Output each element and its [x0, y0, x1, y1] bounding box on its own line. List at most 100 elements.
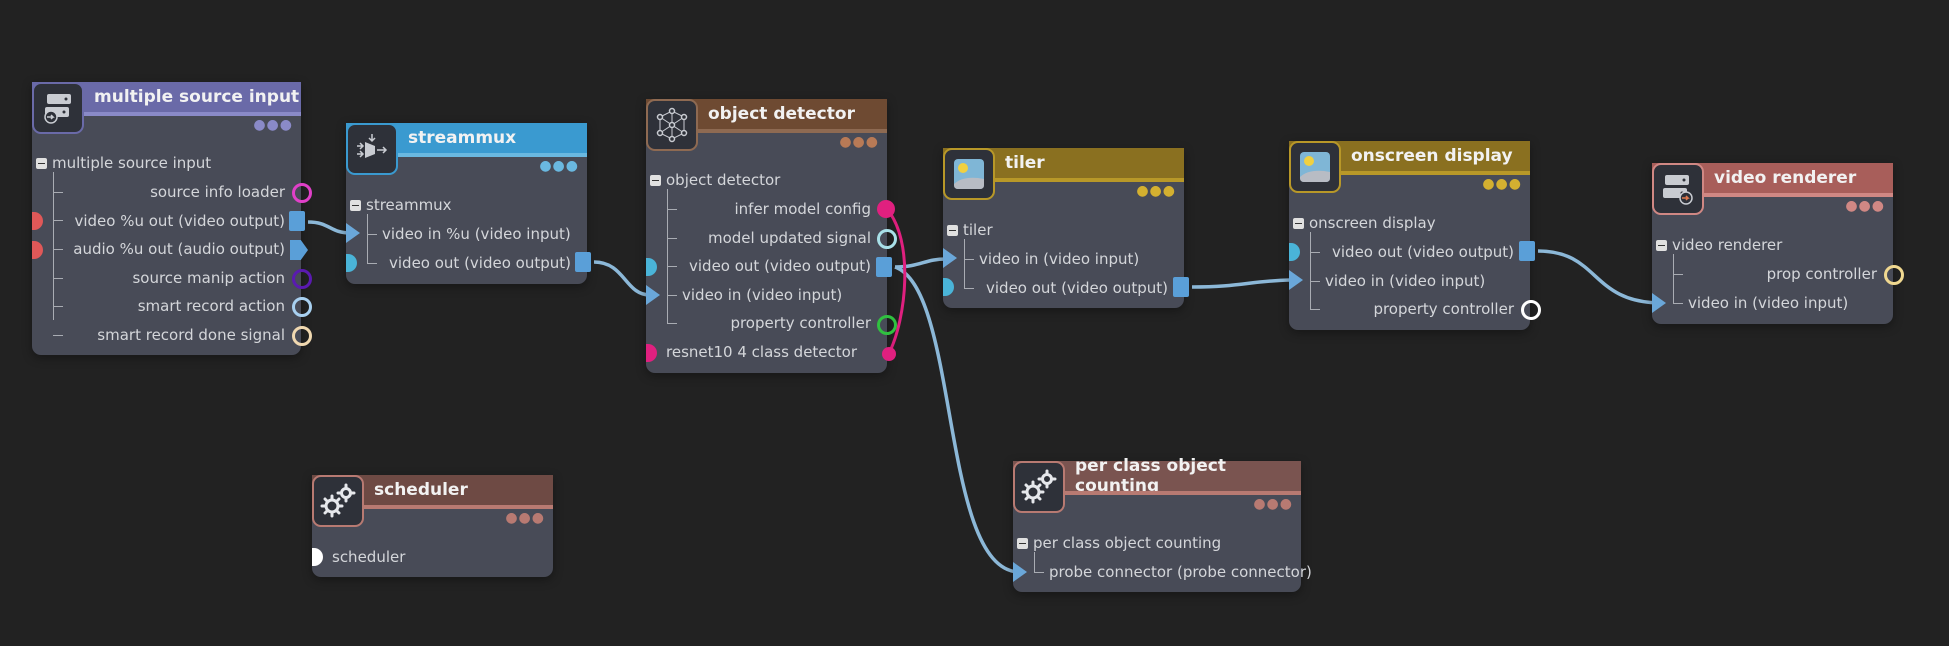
node-streammux[interactable]: streammux ●●● streammux video in %u (vid…	[346, 123, 587, 284]
collapse-icon[interactable]	[1293, 217, 1304, 229]
tree-root-label: per class object counting	[1033, 534, 1222, 552]
server-rack-output-icon	[1652, 163, 1704, 215]
port-row: video out (video output)	[986, 279, 1168, 297]
port-smart-record-action[interactable]	[292, 297, 312, 317]
node-per-class-object-counting[interactable]: per class object counting ●●● per class …	[1013, 456, 1312, 592]
port-video-out[interactable]	[1173, 277, 1189, 297]
tree-root-label: object detector	[666, 171, 781, 189]
node-title: onscreen display	[1351, 146, 1513, 166]
port-row: prop controller	[1766, 265, 1877, 283]
port-audio-out[interactable]	[290, 240, 308, 260]
port-row: video %u out (video output)	[74, 212, 285, 230]
port-row: video in (video input)	[1688, 294, 1849, 312]
tree-root-label: multiple source input	[52, 154, 212, 172]
port-property-controller[interactable]	[1521, 300, 1541, 320]
collapse-icon[interactable]	[1017, 537, 1028, 549]
port-smart-record-done-signal[interactable]	[292, 326, 312, 346]
tree-root-label: tiler	[963, 221, 993, 239]
port-left-video-out[interactable]	[646, 258, 657, 276]
more-options-icon[interactable]: ●●●	[1136, 183, 1176, 199]
more-options-icon[interactable]: ●●●	[1253, 496, 1293, 512]
tree-root[interactable]: video renderer	[1656, 236, 1782, 254]
port-source-info-loader[interactable]	[292, 183, 312, 203]
port-video-in[interactable]	[1289, 270, 1303, 290]
port-left-video-out[interactable]	[346, 254, 357, 272]
node-multiple-source-input[interactable]: multiple source input ●●● multiple sourc…	[32, 82, 301, 355]
tree-root-label: streammux	[366, 196, 452, 214]
port-video-in[interactable]	[1652, 293, 1666, 313]
tree-root[interactable]: multiple source input	[36, 154, 211, 172]
node-title: video renderer	[1714, 168, 1857, 188]
port-row: smart record done signal	[97, 326, 285, 344]
wire-streammux-to-detector	[593, 260, 651, 297]
stream-mux-icon	[346, 123, 398, 175]
node-video-renderer[interactable]: video renderer ●●● video renderer prop c…	[1652, 163, 1893, 324]
more-options-icon[interactable]: ●●●	[1482, 176, 1522, 192]
port-row: infer model config	[734, 200, 872, 218]
server-rack-input-icon	[32, 82, 84, 134]
port-video-in[interactable]	[943, 248, 957, 268]
port-row: video out (video output)	[389, 254, 571, 272]
port-probe-connector[interactable]	[1013, 562, 1027, 582]
port-video-in[interactable]	[646, 285, 660, 305]
wire-osd-to-renderer	[1537, 249, 1663, 305]
port-video-in[interactable]	[346, 223, 360, 243]
node-title: tiler	[1005, 153, 1045, 173]
port-video-out[interactable]	[876, 257, 892, 277]
tree-root-label: video renderer	[1672, 236, 1783, 254]
port-left-video[interactable]	[32, 212, 43, 230]
port-infer-model-config[interactable]	[877, 200, 895, 218]
port-prop-controller[interactable]	[1884, 265, 1904, 285]
more-options-icon[interactable]: ●●●	[839, 134, 879, 150]
wire-source-to-streammux	[307, 220, 351, 235]
node-title: per class object counting	[1075, 456, 1226, 496]
more-options-icon[interactable]: ●●●	[253, 117, 293, 133]
port-row: probe connector (probe connector)	[1049, 563, 1312, 581]
more-options-icon[interactable]: ●●●	[1845, 198, 1885, 214]
port-left-video-out[interactable]	[1289, 243, 1300, 261]
port-video-out[interactable]	[575, 252, 591, 272]
tree-root[interactable]: tiler	[947, 221, 993, 239]
port-row: video out (video output)	[1332, 243, 1514, 261]
neural-network-icon	[646, 99, 698, 151]
port-video-out[interactable]	[1519, 241, 1535, 261]
port-video-out[interactable]	[289, 211, 305, 231]
port-row: source manip action	[132, 269, 285, 287]
node-title: object detector	[708, 104, 855, 124]
port-left-audio[interactable]	[32, 241, 43, 259]
more-options-icon[interactable]: ●●●	[539, 158, 579, 174]
node-tiler[interactable]: tiler ●●● tiler video in (video input) v…	[943, 148, 1184, 308]
port-row: scheduler	[332, 548, 406, 566]
port-row: property controller	[1373, 300, 1514, 318]
node-title: streammux	[408, 128, 517, 148]
port-row: resnet10 4 class detector	[666, 343, 858, 361]
port-model-updated-signal[interactable]	[877, 229, 897, 249]
collapse-icon[interactable]	[947, 224, 958, 236]
port-row: video out (video output)	[689, 257, 871, 275]
collapse-icon[interactable]	[350, 199, 361, 211]
port-row: model updated signal	[708, 229, 871, 247]
tree-root[interactable]: streammux	[350, 196, 452, 214]
node-onscreen-display[interactable]: onscreen display ●●● onscreen display vi…	[1289, 141, 1530, 330]
port-source-manip-action[interactable]	[292, 269, 312, 289]
gears-icon	[1013, 461, 1065, 513]
node-object-detector[interactable]: object detector ●●● object detector infe…	[646, 99, 887, 373]
collapse-icon[interactable]	[1656, 239, 1667, 251]
collapse-icon[interactable]	[650, 174, 661, 186]
port-row: audio %u out (audio output)	[73, 240, 285, 258]
tree-root[interactable]: onscreen display	[1293, 214, 1436, 232]
port-resnet10-detector[interactable]	[646, 344, 657, 362]
port-resnet10-right[interactable]	[882, 347, 896, 361]
port-row: video in (video input)	[682, 286, 843, 304]
tree-root[interactable]: per class object counting	[1017, 534, 1221, 552]
port-row: video in (video input)	[1325, 272, 1486, 290]
tree-root[interactable]: object detector	[650, 171, 780, 189]
more-options-icon[interactable]: ●●●	[505, 510, 545, 526]
port-scheduler[interactable]	[312, 548, 323, 566]
node-scheduler[interactable]: scheduler ●●● scheduler	[312, 475, 553, 577]
gears-icon	[312, 475, 364, 527]
port-left-video-out[interactable]	[943, 278, 954, 296]
collapse-icon[interactable]	[36, 157, 47, 169]
port-property-controller[interactable]	[877, 315, 897, 335]
